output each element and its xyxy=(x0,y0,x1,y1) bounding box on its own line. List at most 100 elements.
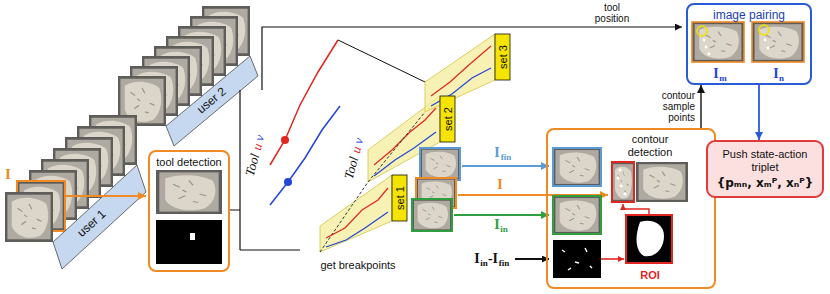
tool-trajectory-plot xyxy=(270,40,338,165)
image-symbol: I xyxy=(494,145,499,161)
contour-images xyxy=(619,184,622,187)
set-frames xyxy=(420,148,460,180)
contour-images xyxy=(553,196,601,234)
contour-images xyxy=(553,148,688,278)
node-formula: {pₘₙ, xₘᴾ, xₙᴾ} xyxy=(712,176,818,190)
subscript: in xyxy=(500,224,508,234)
node-title: contour detection xyxy=(610,133,690,159)
subscript: m xyxy=(719,73,727,83)
image-symbol: I xyxy=(713,66,718,82)
user-image-stack xyxy=(5,192,53,242)
user-image-stack xyxy=(65,195,146,197)
tool-trajectory-plot xyxy=(270,106,340,205)
set-label: set 1 xyxy=(393,186,406,210)
paired-images xyxy=(759,25,769,35)
set-label: set 2 xyxy=(441,107,454,131)
image-symbol: I xyxy=(773,66,778,82)
axis-label: Tool xyxy=(342,155,362,181)
tool-trajectory-plot xyxy=(338,40,425,82)
node-title: Push state-action triplet xyxy=(712,148,818,174)
contour-images xyxy=(553,240,601,278)
contour-images xyxy=(623,192,626,195)
paired-images xyxy=(692,22,744,62)
tool-trajectory-plot xyxy=(230,90,300,250)
image-symbol: I xyxy=(474,251,479,267)
paired-images xyxy=(752,22,804,62)
subscript: fin xyxy=(501,152,512,162)
set-frames xyxy=(412,199,452,231)
segmented-sets xyxy=(320,112,425,252)
set-label: set 3 xyxy=(496,45,509,69)
set-frames xyxy=(462,165,549,167)
subscript: in xyxy=(480,258,488,268)
contour-images xyxy=(553,196,601,234)
contour-images xyxy=(612,162,634,202)
subscript: n xyxy=(779,73,784,83)
set-frames xyxy=(454,214,549,216)
flow-arrow xyxy=(758,85,760,140)
tool-trajectory-plot xyxy=(230,27,682,250)
paired-images xyxy=(764,39,767,42)
roi-label: ROI xyxy=(640,269,660,282)
user-image-stack xyxy=(53,165,146,269)
line-label: tool position xyxy=(587,2,637,24)
axis-label: u xyxy=(250,142,266,152)
segmented-sets xyxy=(440,96,455,142)
axis-label: v xyxy=(252,133,268,142)
image-symbol: I xyxy=(494,217,499,233)
node-title: image pairing xyxy=(692,8,806,22)
paired-images xyxy=(767,47,770,50)
user-image-stack xyxy=(166,56,258,146)
subscript: fin xyxy=(499,258,510,268)
tool-trajectory-plot xyxy=(281,136,289,144)
tool-detection-images xyxy=(156,220,222,264)
tool-detection-images xyxy=(156,170,222,214)
paired-images xyxy=(708,53,711,56)
contour-images xyxy=(562,248,592,270)
segmented-sets xyxy=(392,175,407,221)
stack-label: user 2 xyxy=(195,85,229,117)
segmented-sets xyxy=(431,46,491,96)
stack-label: user 1 xyxy=(75,208,109,241)
paired-images xyxy=(692,22,744,62)
segmented-sets xyxy=(425,34,495,112)
node-title: tool detection xyxy=(154,156,224,169)
edge-label: contour sample points xyxy=(647,90,695,123)
note-label: get breakpoints xyxy=(320,259,395,272)
paired-images xyxy=(697,26,707,36)
contour-images xyxy=(553,148,601,186)
output-box: Push state-action triplet {pₘₙ, xₘᴾ, xₙᴾ} xyxy=(706,140,824,198)
process-box: tool detection xyxy=(148,150,230,272)
axis-label: v xyxy=(351,136,367,145)
paired-images xyxy=(705,46,708,49)
contour-images xyxy=(616,176,619,179)
flow-arrow xyxy=(700,85,701,128)
paired-images xyxy=(703,39,706,42)
axis-label: u xyxy=(349,145,365,155)
contour-images xyxy=(626,215,672,263)
image-symbol: -I xyxy=(488,251,498,267)
contour-images xyxy=(612,162,634,202)
tool-trajectory-plot xyxy=(284,178,292,186)
image-symbol: I xyxy=(5,166,11,183)
contour-images xyxy=(626,215,672,263)
image-symbol: I xyxy=(497,177,502,193)
contour-images xyxy=(636,162,688,202)
axis-label: Tool xyxy=(243,152,263,178)
contour-images xyxy=(637,221,664,256)
segmented-sets xyxy=(320,175,392,252)
contour-images xyxy=(623,204,649,214)
set-frames xyxy=(515,258,549,260)
paired-images xyxy=(752,22,804,62)
contour-images xyxy=(553,148,601,186)
process-box: contour detection xyxy=(546,128,716,289)
set-frames xyxy=(420,148,460,180)
contour-images xyxy=(601,258,624,260)
contour-images xyxy=(618,168,621,171)
segmented-sets xyxy=(320,34,510,252)
tool-detection-images xyxy=(156,170,222,264)
user-image-stack xyxy=(118,6,258,146)
tool-detection-images xyxy=(190,233,195,240)
